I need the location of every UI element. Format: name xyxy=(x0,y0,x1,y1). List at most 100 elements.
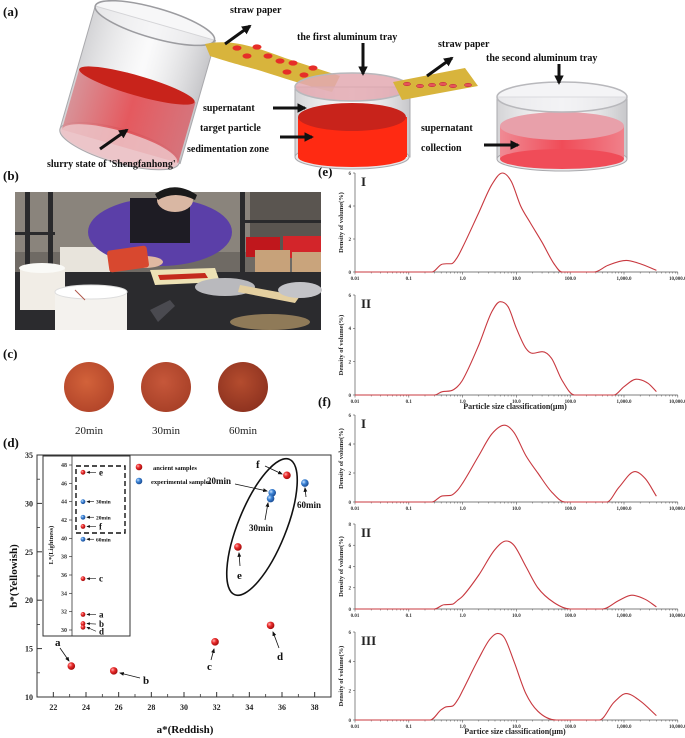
data-point-b xyxy=(109,667,118,675)
psd-panel-label: II xyxy=(361,525,371,540)
psd-curve xyxy=(355,424,657,503)
point-annotation: 20min xyxy=(207,476,231,486)
x-tick-label: 32 xyxy=(213,703,221,712)
y-tick-label: 6 xyxy=(349,414,352,419)
data-point-e xyxy=(234,543,242,551)
psd-ylabel: Density of volume(%) xyxy=(338,315,345,376)
x-tick-label: 1.0 xyxy=(459,725,466,730)
legend-marker-experimental xyxy=(135,477,143,485)
group-ellipse xyxy=(225,457,299,597)
data-point-a xyxy=(67,662,76,670)
x-tick-label: 0.1 xyxy=(406,614,413,619)
y-tick-label: 6 xyxy=(349,631,352,636)
inset-point-e xyxy=(80,469,86,475)
y-tick-label: 35 xyxy=(25,451,33,460)
psd-panel-label: III xyxy=(361,633,376,648)
panel-label-b: (b) xyxy=(3,168,19,183)
psd-ylabel: Density of volume(%) xyxy=(338,192,345,253)
swatch-label-20min: 20min xyxy=(75,425,104,437)
inset-annotation: d xyxy=(99,626,104,636)
inset-point-f xyxy=(80,524,86,529)
first-aluminum-tray-icon xyxy=(294,72,411,170)
arrow-icon xyxy=(264,502,270,521)
x-tick-label: 100.0 xyxy=(565,277,577,282)
x-tick-label: 10.0 xyxy=(512,277,521,282)
x-tick-label: 26 xyxy=(115,703,123,712)
point-annotation: f xyxy=(256,459,260,471)
x-tick-label: 0.1 xyxy=(406,277,413,282)
arrow-icon xyxy=(119,672,141,679)
scatter-legend: ancient samples experimental samples xyxy=(135,463,212,486)
inset-point-60min xyxy=(80,536,86,542)
y-tick-label: 6 xyxy=(349,294,352,299)
point-annotation: a xyxy=(55,637,61,649)
label-collection: collection xyxy=(421,143,462,154)
inset-point-a xyxy=(80,612,86,617)
y-tick-label: 4 xyxy=(349,565,352,570)
x-tick-label: 0.01 xyxy=(351,507,360,512)
inset-tick-label: 36 xyxy=(61,573,67,579)
label-supernatant-1: supernatant xyxy=(203,103,255,114)
inset-ylabel: L*(Lightness) xyxy=(48,526,55,565)
psd-curve xyxy=(354,301,657,396)
arrow-icon xyxy=(237,552,242,567)
arrow-icon xyxy=(426,56,454,78)
point-annotation: b xyxy=(143,675,149,687)
swatch-30min xyxy=(141,362,191,412)
x-tick-label: 1,000.0 xyxy=(617,614,633,619)
x-tick-label: 1,000.0 xyxy=(617,400,633,405)
label-target-particle: target particle xyxy=(200,123,261,134)
psd-ylabel: Density of volume(%) xyxy=(338,536,345,597)
beaker-icon xyxy=(59,0,217,171)
inset-tick-label: 32 xyxy=(61,610,67,616)
y-tick-label: 4 xyxy=(349,327,352,332)
psd-ylabel: Density of volume(%) xyxy=(338,646,345,707)
x-tick-label: 10.0 xyxy=(512,614,521,619)
x-tick-label: 10,000.0 xyxy=(669,614,685,619)
x-tick-label: 22 xyxy=(49,703,57,712)
y-tick-label: 0 xyxy=(349,271,352,276)
inset-annotation: c xyxy=(99,574,103,584)
inset-tick-label: 44 xyxy=(61,500,67,506)
inset-tick-label: 46 xyxy=(61,481,67,487)
inset-tick-label: 42 xyxy=(61,518,67,524)
x-tick-label: 30 xyxy=(180,703,188,712)
x-tick-label: 38 xyxy=(311,703,319,712)
label-slurry: slurry state of 'Shengfanhong' xyxy=(47,159,176,170)
inset-point-20min xyxy=(80,514,86,520)
x-tick-label: 10,000.0 xyxy=(669,507,685,512)
data-point-d xyxy=(266,621,275,630)
arrow-icon xyxy=(59,647,70,662)
x-tick-label: 0.01 xyxy=(351,400,360,405)
y-tick-label: 20 xyxy=(25,596,33,605)
panel-label-a: (a) xyxy=(3,4,18,19)
arrow-icon xyxy=(224,24,252,46)
x-tick-label: 34 xyxy=(245,703,253,712)
x-tick-label: 1.0 xyxy=(459,507,466,512)
scatter-ylabel: b*(Yellowish) xyxy=(8,544,20,608)
inset-annotation: 30min xyxy=(96,500,111,506)
x-tick-label: 0.1 xyxy=(406,400,413,405)
x-tick-label: 1,000.0 xyxy=(617,725,633,730)
inset-point-30min xyxy=(80,499,86,505)
inset-annotation: b xyxy=(99,619,104,629)
arrow-icon xyxy=(234,483,268,493)
swatch-60min xyxy=(218,362,268,412)
x-tick-label: 10,000.0 xyxy=(669,725,685,730)
y-tick-label: 2 xyxy=(349,238,352,243)
x-tick-label: 100.0 xyxy=(565,725,577,730)
inset-point-c xyxy=(80,576,86,582)
y-tick-label: 4 xyxy=(349,205,352,210)
point-annotation: e xyxy=(237,570,242,582)
label-straw-paper-2: straw paper xyxy=(438,39,490,50)
label-second-tray: the second aluminum tray xyxy=(486,53,597,64)
x-tick-label: 0.01 xyxy=(351,277,360,282)
psd-ylabel: Density of volume(%) xyxy=(338,428,345,489)
inset-tick-label: 48 xyxy=(61,463,67,469)
arrow-icon xyxy=(210,648,215,661)
x-tick-label: 1.0 xyxy=(459,614,466,619)
legend-label-experimental: experimental samples xyxy=(151,479,212,486)
